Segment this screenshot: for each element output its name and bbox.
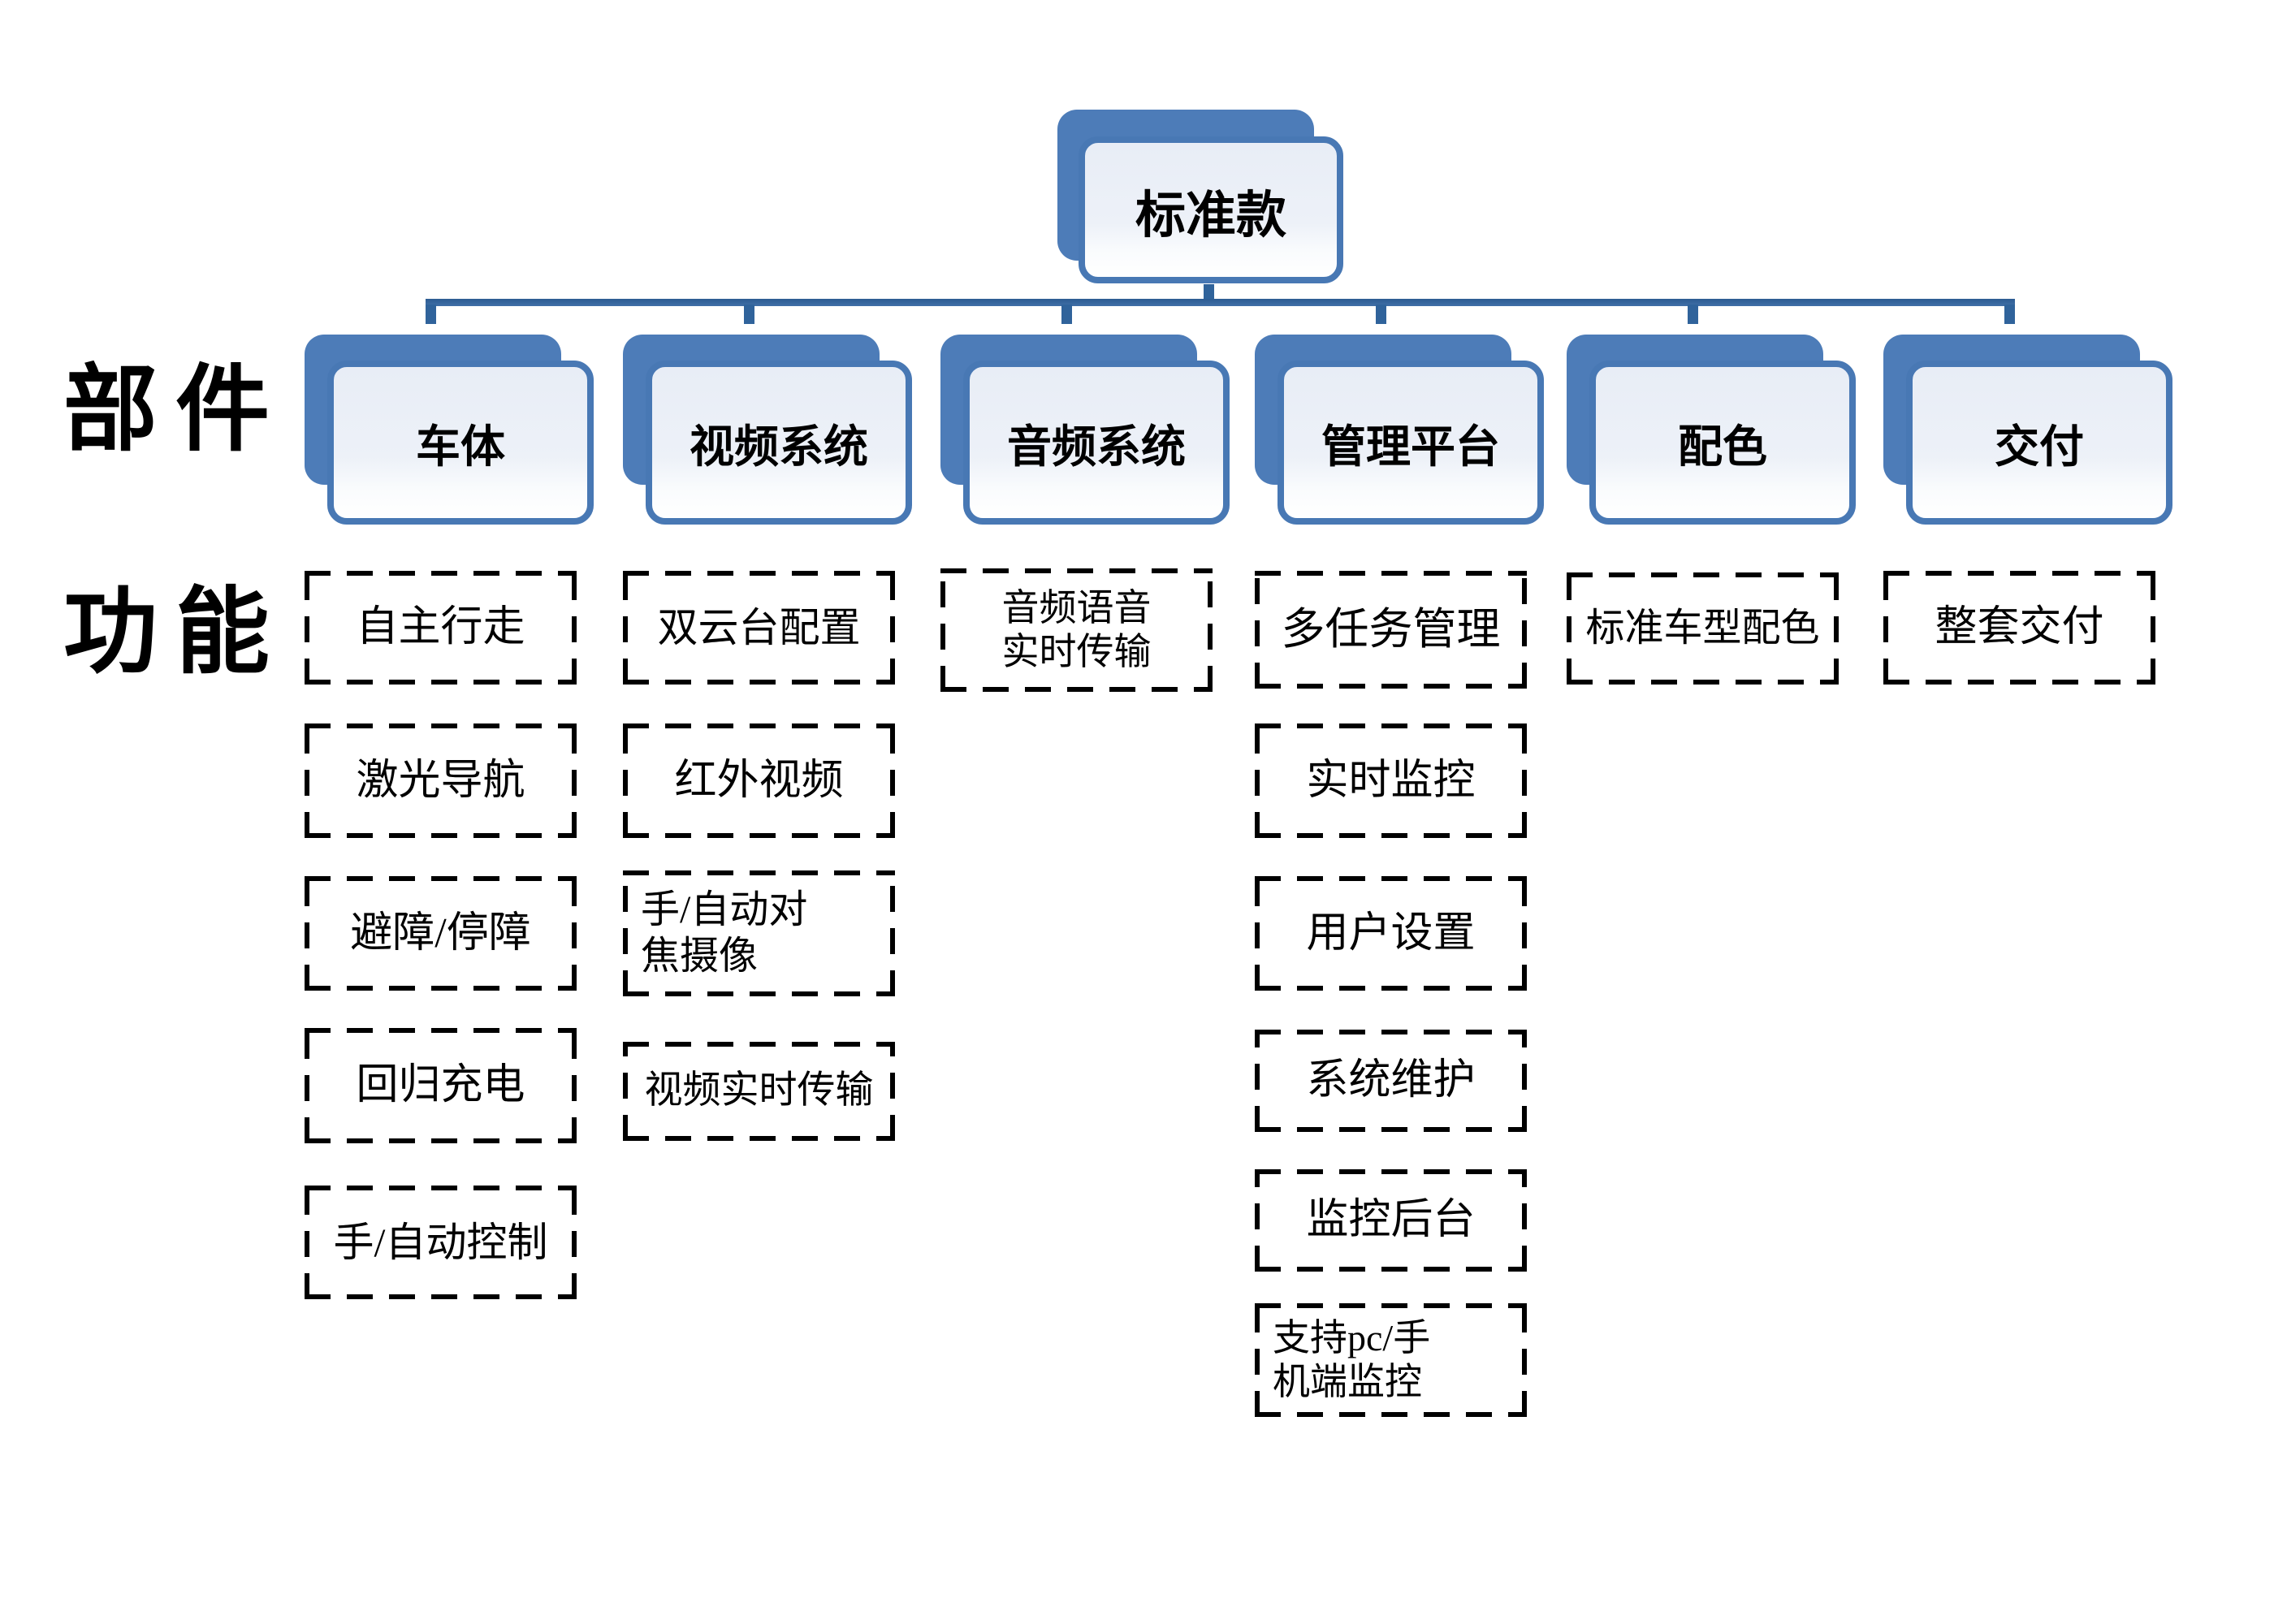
component-node-body: 车体 [305, 335, 594, 525]
function-box: 用户设置 [1255, 876, 1527, 991]
function-box: 手/自动控制 [305, 1186, 577, 1299]
function-box: 支持pc/手 机端监控 [1255, 1303, 1527, 1417]
component-node-delivery: 交付 [1883, 335, 2172, 525]
node-card: 音频系统 [963, 361, 1230, 525]
connector-stub-2 [744, 304, 754, 324]
node-card: 管理平台 [1278, 361, 1544, 525]
connector-stub-3 [1061, 304, 1072, 324]
component-label: 音频系统 [1006, 422, 1186, 472]
function-box: 回归充电 [305, 1028, 577, 1143]
root-node: 标准款 [1057, 110, 1343, 283]
function-box: 激光导航 [305, 723, 577, 838]
node-card: 视频系统 [646, 361, 912, 525]
function-box: 避障/停障 [305, 876, 577, 991]
connector-stub-4 [1376, 304, 1386, 324]
function-box: 手/自动对 焦摄像 [623, 870, 895, 996]
component-node-audio-system: 音频系统 [940, 335, 1230, 525]
component-label: 交付 [1994, 422, 2084, 472]
row-label-components: 部件 [63, 359, 287, 463]
component-label: 车体 [415, 422, 505, 472]
function-box: 标准车型配色 [1567, 572, 1839, 685]
component-node-color-scheme: 配色 [1567, 335, 1856, 525]
root-node-card: 标准款 [1079, 136, 1343, 283]
connector-stub-6 [2004, 304, 2015, 324]
function-box: 监控后台 [1255, 1169, 1527, 1272]
connector-root-stub [1204, 284, 1214, 302]
function-box: 自主行走 [305, 571, 577, 685]
function-box: 视频实时传输 [623, 1042, 895, 1141]
component-label: 视频系统 [689, 422, 868, 472]
function-box: 双云台配置 [623, 571, 895, 685]
connector-horizontal-bar [426, 299, 2015, 306]
function-box: 实时监控 [1255, 723, 1527, 838]
function-box: 多任务管理 [1255, 571, 1527, 689]
node-card: 配色 [1589, 361, 1856, 525]
function-box: 红外视频 [623, 723, 895, 838]
node-card: 车体 [327, 361, 594, 525]
connector-stub-1 [426, 304, 436, 324]
node-card: 交付 [1906, 361, 2172, 525]
function-box: 音频语音 实时传输 [940, 568, 1213, 692]
connector-stub-5 [1688, 304, 1698, 324]
component-node-video-system: 视频系统 [623, 335, 912, 525]
component-label: 管理平台 [1321, 422, 1500, 472]
root-node-label: 标准款 [1135, 188, 1286, 244]
function-box: 系统维护 [1255, 1030, 1527, 1132]
component-node-management-platform: 管理平台 [1255, 335, 1544, 525]
component-label: 配色 [1677, 422, 1767, 472]
function-box: 整套交付 [1883, 571, 2155, 685]
row-label-functions: 功能 [63, 581, 287, 685]
